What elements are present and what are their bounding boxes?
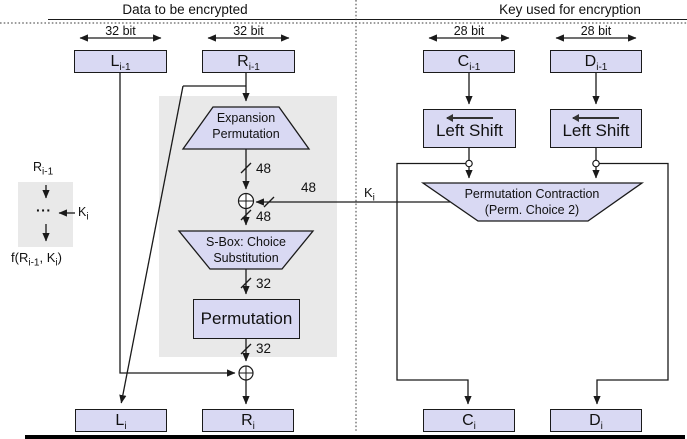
- register-label: Di-1: [584, 52, 608, 73]
- bottom-edge-bar: [25, 435, 685, 439]
- branch-node-d: [592, 159, 600, 168]
- register-d-prev: Di-1: [550, 50, 642, 73]
- round-key-label: Ki: [364, 185, 375, 204]
- register-label: Ci-1: [457, 52, 481, 73]
- left-shift-label: Left Shift: [435, 120, 504, 140]
- perm-choice2-text: Permutation Contraction(Perm. Choice 2): [464, 187, 600, 217]
- bit-width-label: 28 bit: [580, 23, 612, 38]
- mini-dots: ···: [36, 202, 52, 218]
- section-title-key: Key used for encryption: [499, 2, 641, 17]
- mini-input-label: Ri-1: [33, 160, 54, 178]
- expansion-permutation-block: [181, 106, 311, 150]
- bus-width-48: 48: [256, 209, 272, 224]
- register-r-cur: Ri: [202, 409, 294, 432]
- left-shift-c-block: Left Shift: [423, 109, 516, 148]
- sbox-block: [177, 230, 315, 270]
- section-title-data: Data to be encrypted: [122, 2, 248, 17]
- permutation-label: Permutation: [200, 309, 293, 328]
- wire-rprev-to-li: [119, 85, 184, 404]
- wire-lprev-to-xor2: [119, 73, 236, 377]
- register-label: Ci: [462, 411, 476, 432]
- xor-icon: [238, 365, 254, 381]
- slash-xor-out: [240, 209, 252, 221]
- mini-function-label: f(Ri-1, Ki): [11, 250, 62, 269]
- branch-node-c: [465, 159, 473, 168]
- slash-key-in: [263, 196, 275, 208]
- mini-key-label: Ki: [78, 205, 89, 223]
- bus-width-32: 32: [256, 341, 272, 356]
- register-l-prev: Li-1: [74, 50, 167, 73]
- perm-choice2-block: [420, 182, 645, 222]
- bus-width-48: 48: [256, 161, 272, 176]
- left-shift-d-block: Left Shift: [550, 109, 642, 148]
- register-c-cur: Ci: [423, 409, 515, 432]
- register-label: Ri-1: [237, 52, 260, 73]
- register-label: Ri: [241, 411, 255, 432]
- left-shift-arrow-icon: [445, 114, 493, 121]
- register-label: Li: [115, 411, 127, 432]
- register-r-prev: Ri-1: [202, 50, 295, 73]
- register-label: Li-1: [110, 52, 131, 73]
- wire-nodec-to-ci: [396, 162, 472, 405]
- bit-width-label: 32 bit: [233, 23, 264, 38]
- slash-sbox-out: [240, 277, 252, 289]
- bit-width-label: 28 bit: [453, 23, 485, 38]
- slash-expansion-out: [240, 162, 252, 174]
- left-shift-label: Left Shift: [562, 120, 630, 140]
- permutation-block: Permutation: [193, 299, 300, 339]
- register-c-prev: Ci-1: [423, 50, 515, 73]
- bus-width-32: 32: [256, 276, 272, 291]
- register-l-cur: Li: [75, 409, 167, 432]
- xor-icon: [237, 192, 255, 210]
- register-label: Di: [589, 411, 603, 432]
- register-d-cur: Di: [550, 409, 642, 432]
- bit-width-label: 32 bit: [105, 23, 136, 38]
- slash-perm-out: [240, 343, 252, 355]
- left-shift-arrow-icon: [572, 114, 619, 121]
- wire-noded-to-di: [593, 162, 669, 405]
- bus-width-48: 48: [301, 180, 317, 195]
